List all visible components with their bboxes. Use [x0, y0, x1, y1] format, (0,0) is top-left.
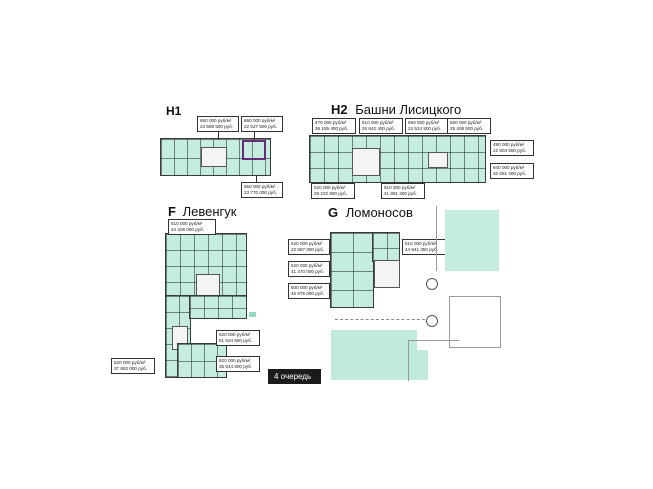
- total-price: 44 941 350 руб.: [405, 247, 439, 252]
- price-per-sqm: 650 000 руб/м²: [408, 120, 440, 125]
- leader-line: [218, 131, 219, 140]
- price-callout-h2c[interactable]: 650 000 руб/м² 24 524 500 руб.: [405, 118, 449, 134]
- section-code-g: G: [328, 205, 339, 220]
- site-marker-circle: [426, 315, 438, 327]
- selected-apartment-h1[interactable]: [242, 140, 266, 160]
- total-price: 22 627 500 руб.: [244, 124, 278, 129]
- total-price: 37 882 000 руб.: [114, 366, 148, 371]
- section-name-h2: Башни Лисицкого: [355, 102, 462, 117]
- total-price: 41 470 000 руб.: [291, 269, 325, 274]
- floor-plan-h1: [160, 138, 271, 176]
- total-price: 23 770 000 руб.: [244, 190, 278, 195]
- total-price: 45 975 000 руб.: [291, 291, 325, 296]
- section-name-f: Левенгук: [182, 204, 237, 219]
- legend-swatch: [249, 312, 256, 317]
- price-per-sqm: 620 000 руб/м²: [291, 241, 323, 246]
- price-callout-fd[interactable]: 520 000 руб/м² 37 882 000 руб.: [111, 358, 155, 374]
- price-callout-h1c[interactable]: 550 000 руб/м² 23 770 000 руб.: [241, 182, 283, 198]
- price-callout-gd[interactable]: 510 000 руб/м² 44 941 350 руб.: [402, 239, 446, 255]
- price-per-sqm: 520 000 руб/м²: [314, 185, 346, 190]
- price-callout-h2d[interactable]: 650 000 руб/м² 25 408 500 руб.: [447, 118, 491, 134]
- site-marker-circle: [426, 278, 438, 290]
- site-outline: [436, 206, 437, 271]
- price-per-sqm: 650 000 руб/м²: [244, 118, 276, 123]
- site-outline-south: [408, 340, 459, 381]
- section-name-g: Ломоносов: [345, 205, 413, 220]
- price-per-sqm: 490 000 руб/м²: [493, 142, 525, 147]
- total-price: 25 408 500 руб.: [450, 126, 484, 131]
- total-price: 51 624 600 руб.: [219, 338, 253, 343]
- total-price: 22 587 000 руб.: [291, 247, 325, 252]
- site-dashed-line: [335, 319, 430, 320]
- price-callout-h1b[interactable]: 650 000 руб/м² 22 627 500 руб.: [241, 116, 283, 132]
- price-callout-ga[interactable]: 620 000 руб/м² 22 587 000 руб.: [288, 239, 330, 255]
- price-per-sqm: 510 000 руб/м²: [362, 120, 394, 125]
- price-per-sqm: 550 000 руб/м²: [244, 184, 276, 189]
- price-callout-gb[interactable]: 520 000 руб/м² 41 470 000 руб.: [288, 261, 330, 277]
- total-price: 36 185 400 руб.: [315, 126, 349, 131]
- total-price: 41 881 200 руб.: [384, 191, 418, 196]
- price-callout-h2h[interactable]: 510 000 руб/м² 41 881 200 руб.: [381, 183, 425, 199]
- total-price: 24 589 500 руб.: [200, 124, 234, 129]
- section-title-h1: H1: [166, 104, 181, 118]
- section-code-h1: H1: [166, 104, 182, 118]
- price-callout-gc[interactable]: 500 000 руб/м² 45 975 000 руб.: [288, 283, 330, 299]
- price-per-sqm: 650 000 руб/м²: [200, 118, 232, 123]
- price-per-sqm: 620 000 руб/м²: [219, 332, 251, 337]
- section-title-h2: H2 Башни Лисицкого: [331, 102, 461, 117]
- price-callout-h2f[interactable]: 940 000 руб/м² 32 081 400 руб.: [490, 163, 534, 179]
- price-callout-h2g[interactable]: 520 000 руб/м² 29 232 800 руб.: [311, 183, 355, 199]
- site-block-ne: [445, 210, 499, 271]
- section-code-f: F: [168, 204, 176, 219]
- floor-plan-h2: [309, 135, 486, 183]
- total-price: 35 544 600 руб.: [219, 364, 253, 369]
- price-callout-fb[interactable]: 620 000 руб/м² 51 624 600 руб.: [216, 330, 260, 346]
- price-callout-h2a[interactable]: 470 000 руб/м² 36 185 400 руб.: [312, 118, 356, 134]
- price-callout-fc[interactable]: 620 000 руб/м² 35 544 600 руб.: [216, 356, 260, 372]
- price-per-sqm: 520 000 руб/м²: [114, 360, 146, 365]
- floor-plan-f: [157, 233, 247, 378]
- total-price: 32 081 400 руб.: [493, 171, 527, 176]
- total-price: 24 524 500 руб.: [408, 126, 442, 131]
- leader-line: [254, 131, 255, 140]
- total-price: 22 604 600 руб.: [493, 148, 527, 153]
- price-per-sqm: 470 000 руб/м²: [315, 120, 347, 125]
- total-price: 44 206 000 руб.: [171, 227, 205, 232]
- total-price: 26 642 400 руб.: [362, 126, 396, 131]
- price-callout-h2b[interactable]: 510 000 руб/м² 26 642 400 руб.: [359, 118, 403, 134]
- price-callout-h1a[interactable]: 650 000 руб/м² 24 589 500 руб.: [197, 116, 239, 132]
- price-per-sqm: 520 000 руб/м²: [291, 263, 323, 268]
- section-code-h2: H2: [331, 102, 348, 117]
- core-h2-left: [352, 148, 380, 176]
- site-outline-box: [449, 296, 501, 348]
- site-block-south-2: [372, 350, 428, 380]
- phase-badge: 4 очередь: [268, 369, 322, 384]
- price-per-sqm: 650 000 руб/м²: [450, 120, 482, 125]
- price-callout-fa[interactable]: 510 000 руб/м² 44 206 000 руб.: [168, 219, 216, 235]
- core-h1: [201, 147, 227, 167]
- core-h2-right: [428, 152, 448, 168]
- price-per-sqm: 500 000 руб/м²: [291, 285, 323, 290]
- price-per-sqm: 510 000 руб/м²: [384, 185, 416, 190]
- leader-line: [256, 176, 257, 182]
- section-title-f: F Левенгук: [168, 204, 236, 219]
- price-per-sqm: 510 000 руб/м²: [171, 221, 203, 226]
- total-price: 29 232 800 руб.: [314, 191, 348, 196]
- section-title-g: G Ломоносов: [328, 205, 413, 220]
- price-per-sqm: 510 000 руб/м²: [405, 241, 437, 246]
- floor-plan-g: [330, 232, 400, 308]
- price-per-sqm: 620 000 руб/м²: [219, 358, 251, 363]
- price-per-sqm: 940 000 руб/м²: [493, 165, 525, 170]
- price-callout-h2e[interactable]: 490 000 руб/м² 22 604 600 руб.: [490, 140, 534, 156]
